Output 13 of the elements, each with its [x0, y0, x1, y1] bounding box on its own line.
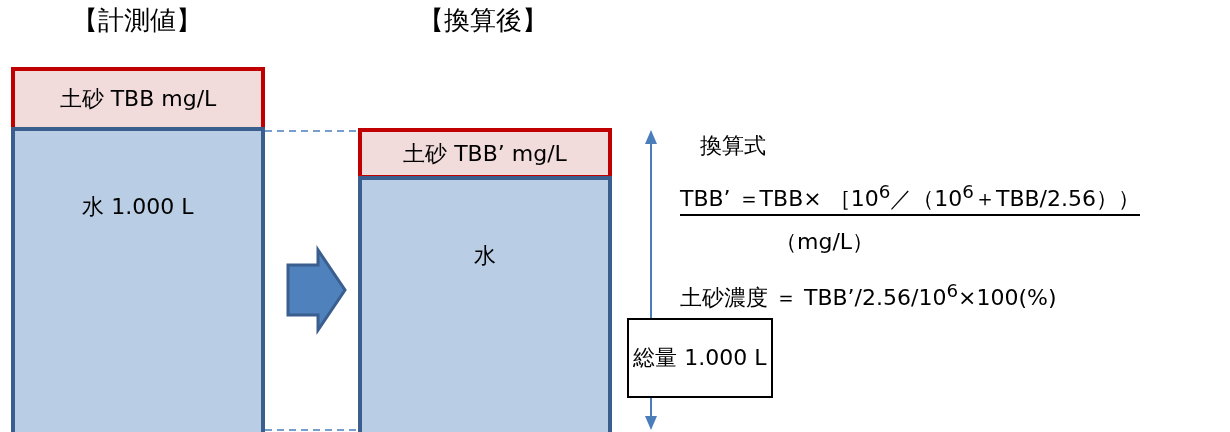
- column-heading: 【換算後】: [418, 6, 548, 34]
- unit-text: （mg/L）: [775, 228, 875, 256]
- block-arrow: [286, 245, 347, 335]
- formula-heading: 換算式: [700, 132, 766, 160]
- total-volume-box: 総量 1.000 L: [627, 318, 773, 398]
- guide-line: [264, 429, 359, 431]
- guide-line: [264, 130, 359, 132]
- formula: TBB’ ＝TBB× ［10$^{6}$／（10$^{6}$＋TBB/2.56））: [680, 178, 1141, 217]
- formula: 土砂濃度 ＝ TBB’/2.56/10$^{6}$×100(%): [680, 279, 1057, 313]
- water-layer-box: 水 1.000 L: [11, 127, 265, 432]
- column-heading: 【計測値】: [72, 6, 202, 34]
- water-layer-box: 水: [358, 176, 612, 432]
- sediment-layer-box: 土砂 TBB’ mg/L: [358, 128, 612, 179]
